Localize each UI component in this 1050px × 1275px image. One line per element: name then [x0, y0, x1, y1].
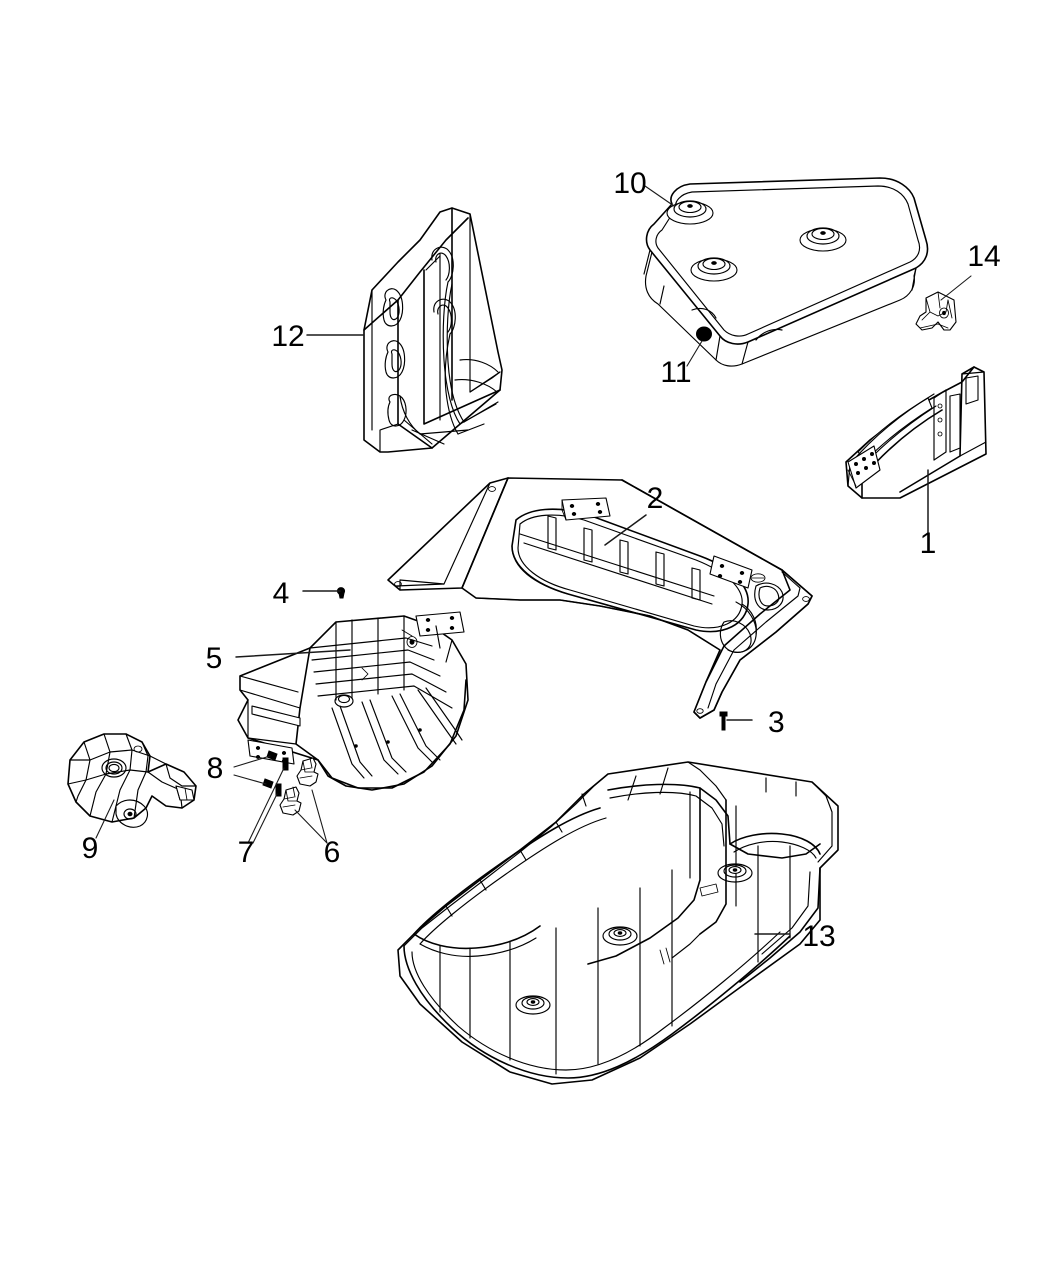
leader-7a [247, 767, 285, 844]
callout-2: 2 [647, 482, 664, 515]
part-3-screw [719, 711, 728, 731]
callout-7: 7 [238, 836, 255, 869]
leader-7b [252, 793, 278, 844]
part-5-forward-tank-shield [237, 611, 469, 791]
part-8-nuts [262, 750, 278, 789]
part-4-rivet-nut [336, 587, 346, 599]
part-1-rear-curved-bracket-shield [845, 366, 987, 499]
callout-4: 4 [273, 577, 290, 610]
part-12-exhaust-pipe-heat-shield [363, 207, 503, 453]
part-6-flanged-bolts [279, 757, 319, 816]
leader-14 [940, 275, 972, 301]
leader-9 [95, 799, 115, 839]
part-10-upper-flat-heat-shield [643, 177, 929, 367]
leader-8b [233, 774, 267, 785]
part-2-main-tank-skid-plate [387, 477, 813, 719]
leader-2 [604, 514, 647, 546]
leader-10 [644, 185, 675, 207]
leader-5 [235, 649, 351, 658]
leader-6a [311, 789, 328, 844]
part-13-lower-tank-skid-pan [397, 761, 839, 1085]
leader-11 [686, 340, 703, 367]
callout-8: 8 [207, 752, 224, 785]
callout-11: 11 [660, 356, 691, 389]
callout-14: 14 [967, 240, 1000, 273]
leader-6b [294, 809, 328, 844]
callout-13: 13 [802, 920, 835, 953]
callout-5: 5 [206, 642, 223, 675]
part-9-fuel-filter-shield [67, 733, 197, 828]
callout-9: 9 [82, 832, 99, 865]
part-14-clip-bracket [915, 291, 957, 331]
callout-3: 3 [768, 706, 785, 739]
callout-12: 12 [271, 320, 304, 353]
callout-1: 1 [920, 527, 937, 560]
part-11-grommet-plug [696, 326, 712, 342]
callout-10: 10 [613, 167, 646, 200]
callout-6: 6 [324, 836, 341, 869]
leader-8a [233, 755, 271, 768]
callout-layer: 1 2 3 4 5 6 7 8 9 10 11 12 13 14 [82, 167, 1001, 953]
part-7-spacer-sleeves [275, 757, 289, 797]
